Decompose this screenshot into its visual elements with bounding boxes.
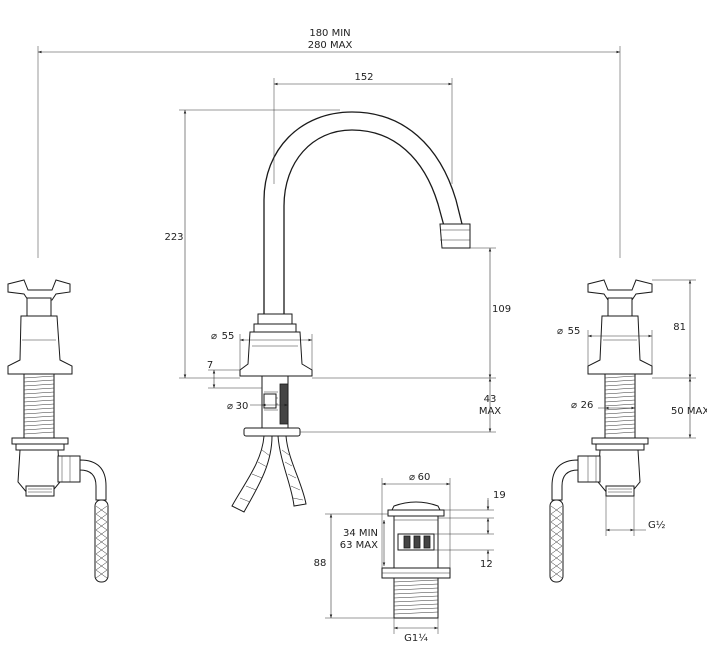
overall-width-dimension: 180 MIN 280 MAX bbox=[37, 28, 621, 258]
waste-diameter-symbol: ⌀ bbox=[409, 472, 415, 483]
spout-dimensions: 152 223 109 43 MAX ⌀ 55 7 ⌀ 30 bbox=[164, 72, 511, 433]
handle-connection-label: G½ bbox=[648, 519, 666, 531]
spout-base-diameter-label: 55 bbox=[222, 331, 235, 342]
handle-shank-diameter-symbol: ⌀ bbox=[571, 400, 577, 411]
overall-width-max-label: 280 MAX bbox=[308, 40, 353, 51]
handle-base-diameter-label: 55 bbox=[568, 326, 581, 337]
handle-shank-length-label: 50 MAX bbox=[671, 406, 707, 417]
spout-flange-height-label: 7 bbox=[207, 360, 213, 371]
spout-reach-label: 152 bbox=[354, 72, 373, 83]
waste-range-min-label: 34 MIN bbox=[343, 528, 378, 539]
deck-thickness-value-label: 43 bbox=[484, 394, 497, 405]
left-shank-thread bbox=[23, 375, 55, 435]
waste-flange-height-label: 19 bbox=[493, 490, 506, 501]
right-shank-thread bbox=[604, 375, 636, 435]
waste-thread bbox=[393, 579, 439, 615]
left-handle-assembly bbox=[7, 279, 109, 583]
waste-dimensions: ⌀ 60 19 12 34 MIN 63 MAX 88 G1¼ bbox=[314, 472, 506, 644]
handle-shank-diameter-label: 26 bbox=[581, 400, 594, 411]
handle-base-diameter-symbol: ⌀ bbox=[557, 326, 563, 337]
spout-outlet-height-label: 109 bbox=[492, 304, 511, 315]
handle-dimensions: 81 50 MAX ⌀ 55 ⌀ 26 G½ bbox=[557, 279, 707, 536]
waste-slot-height-label: 12 bbox=[480, 559, 493, 570]
spout-height-label: 223 bbox=[164, 232, 183, 243]
waste-range-max-label: 63 MAX bbox=[340, 540, 378, 551]
spout-shank-diameter-label: 30 bbox=[236, 401, 249, 412]
right-handle-assembly bbox=[549, 279, 653, 583]
waste-diameter-label: 60 bbox=[418, 472, 431, 483]
spout-assembly bbox=[231, 111, 471, 513]
spout-base-diameter-symbol: ⌀ bbox=[211, 331, 217, 342]
deck-thickness-max-label: MAX bbox=[479, 406, 501, 417]
waste-assembly bbox=[381, 501, 451, 619]
waste-total-height-label: 88 bbox=[314, 558, 327, 569]
waste-thread-label: G1¼ bbox=[404, 632, 428, 644]
spout-shank-diameter-symbol: ⌀ bbox=[227, 401, 233, 412]
overall-width-min-label: 180 MIN bbox=[309, 28, 350, 39]
handle-height-label: 81 bbox=[673, 322, 686, 333]
